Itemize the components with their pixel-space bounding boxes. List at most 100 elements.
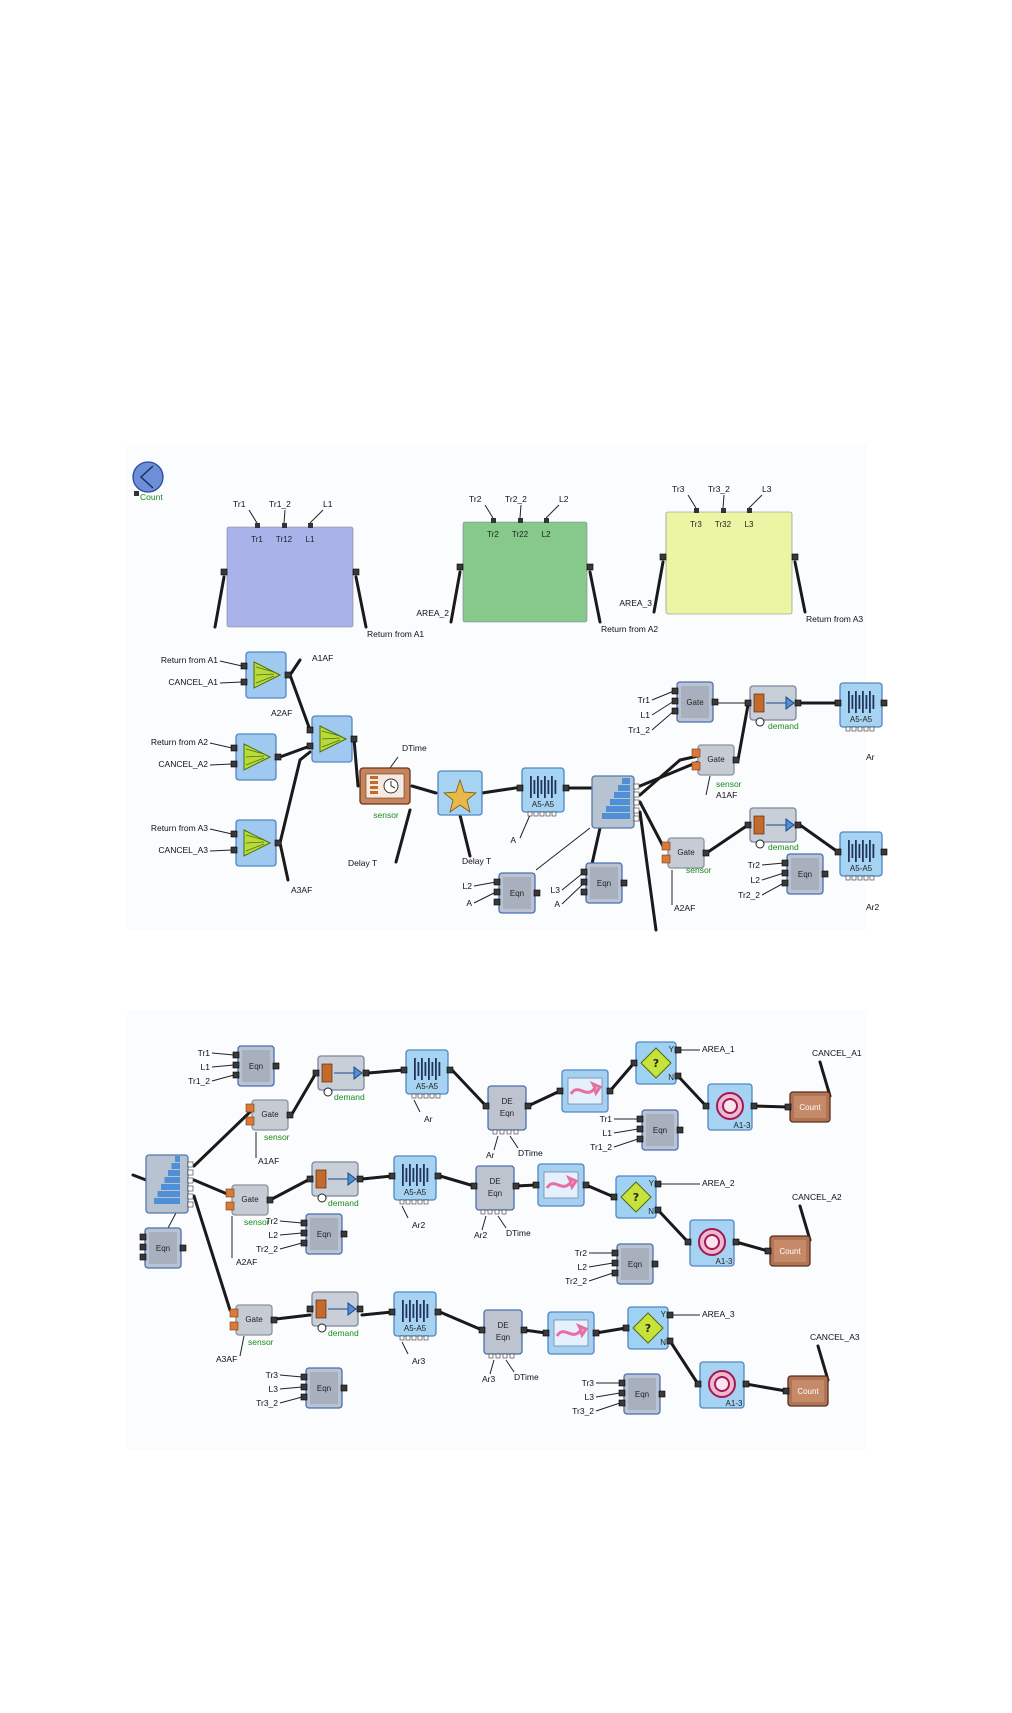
equation-input-port[interactable] <box>580 868 588 876</box>
gate-output-port[interactable] <box>732 756 740 764</box>
area-input-port[interactable] <box>747 508 752 513</box>
equation-input-port[interactable] <box>580 888 588 896</box>
equation-input-port[interactable] <box>781 859 789 867</box>
select-output-slot[interactable] <box>633 791 640 798</box>
area-right-port[interactable] <box>791 553 799 561</box>
resource-input-port[interactable] <box>684 1238 692 1246</box>
equation-input-port[interactable] <box>618 1389 626 1397</box>
flow-input-port[interactable] <box>532 1181 540 1189</box>
de-output-port[interactable] <box>512 1182 520 1190</box>
gate-output-port[interactable] <box>702 849 710 857</box>
gather-output-port[interactable] <box>274 753 282 761</box>
equation-input-port[interactable] <box>232 1061 240 1069</box>
de-output-port[interactable] <box>524 1102 532 1110</box>
decision-no-port[interactable] <box>666 1337 674 1345</box>
gather-input-port[interactable] <box>306 742 314 750</box>
gather-output-port[interactable] <box>274 839 282 847</box>
transport-output-port[interactable] <box>356 1175 364 1183</box>
equation-output-port[interactable] <box>340 1384 348 1392</box>
queue-output-port[interactable] <box>434 1308 442 1316</box>
area-2-block[interactable] <box>462 521 588 623</box>
equation-input-port[interactable] <box>618 1379 626 1387</box>
flow-output-port[interactable] <box>582 1181 590 1189</box>
equation-input-port[interactable] <box>493 878 501 886</box>
decision-input-port[interactable] <box>630 1059 638 1067</box>
transport-input-port[interactable] <box>744 699 752 707</box>
equation-output-port[interactable] <box>676 1126 684 1134</box>
gather-input-port[interactable] <box>306 726 314 734</box>
select-output-slot[interactable] <box>187 1177 194 1184</box>
equation-input-port[interactable] <box>580 878 588 886</box>
decision-no-port[interactable] <box>674 1072 682 1080</box>
resource-output-port[interactable] <box>732 1238 740 1246</box>
area-1-block[interactable] <box>226 526 354 628</box>
de-eqn-block-row-2[interactable] <box>475 1165 515 1211</box>
equation-output-port[interactable] <box>179 1244 187 1252</box>
resource-input-port[interactable] <box>694 1380 702 1388</box>
transport-input-port[interactable] <box>312 1069 320 1077</box>
equation-output-port[interactable] <box>651 1260 659 1268</box>
equation-input-port[interactable] <box>781 869 789 877</box>
flow-input-port[interactable] <box>542 1329 550 1337</box>
equation-input-port[interactable] <box>232 1051 240 1059</box>
demand-connector-icon[interactable] <box>317 1193 327 1203</box>
decision-input-port[interactable] <box>610 1193 618 1201</box>
decision-yes-port[interactable] <box>674 1046 682 1054</box>
equation-input-port[interactable] <box>636 1125 644 1133</box>
equation-input-port[interactable] <box>139 1243 147 1251</box>
demand-connector-icon[interactable] <box>323 1087 333 1097</box>
flow-input-port[interactable] <box>556 1087 564 1095</box>
select-output-slot[interactable] <box>187 1161 194 1168</box>
transport-output-port[interactable] <box>362 1069 370 1077</box>
equation-input-port[interactable] <box>300 1239 308 1247</box>
gather-input-port[interactable] <box>230 830 238 838</box>
queue-output-port[interactable] <box>446 1066 454 1074</box>
select-output-slot[interactable] <box>187 1193 194 1200</box>
queue-input-port[interactable] <box>388 1172 396 1180</box>
gate-output-port[interactable] <box>286 1111 294 1119</box>
count-input-port[interactable] <box>782 1387 790 1395</box>
area-input-port[interactable] <box>694 508 699 513</box>
decision-input-port[interactable] <box>622 1324 630 1332</box>
flow-output-port[interactable] <box>592 1329 600 1337</box>
queue-output-port[interactable] <box>880 699 888 707</box>
equation-input-port[interactable] <box>300 1219 308 1227</box>
flow-output-port[interactable] <box>606 1087 614 1095</box>
de-input-port[interactable] <box>478 1326 486 1334</box>
area-right-port[interactable] <box>586 563 594 571</box>
equation-output-port[interactable] <box>340 1230 348 1238</box>
select-output-slot[interactable] <box>633 799 640 806</box>
equation-output-port[interactable] <box>620 879 628 887</box>
gate-output-port[interactable] <box>266 1196 274 1204</box>
resource-output-port[interactable] <box>742 1380 750 1388</box>
equation-input-port[interactable] <box>232 1071 240 1079</box>
queue-input-port[interactable] <box>834 848 842 856</box>
area-input-port[interactable] <box>721 508 726 513</box>
decision-yes-port[interactable] <box>666 1311 674 1319</box>
equation-input-port[interactable] <box>611 1249 619 1257</box>
gather-output-port[interactable] <box>350 735 358 743</box>
select-output-slot[interactable] <box>633 815 640 822</box>
equation-input-port[interactable] <box>139 1233 147 1241</box>
select-output-slot[interactable] <box>187 1185 194 1192</box>
select-output-slot[interactable] <box>187 1169 194 1176</box>
queue-input-port[interactable] <box>834 699 842 707</box>
queue-output-port[interactable] <box>562 784 570 792</box>
de-output-port[interactable] <box>520 1326 528 1334</box>
select-output-slot[interactable] <box>633 807 640 814</box>
de-input-port[interactable] <box>470 1182 478 1190</box>
area-input-port[interactable] <box>544 518 549 523</box>
transport-input-port[interactable] <box>306 1305 314 1313</box>
select-output-slot[interactable] <box>187 1201 194 1208</box>
equation-output-port[interactable] <box>658 1390 666 1398</box>
resource-output-port[interactable] <box>750 1102 758 1110</box>
equation-input-port[interactable] <box>671 687 679 695</box>
gather-input-port[interactable] <box>230 744 238 752</box>
equation-input-port[interactable] <box>671 707 679 715</box>
area-input-port[interactable] <box>282 523 287 528</box>
queue-output-port[interactable] <box>880 848 888 856</box>
queue-output-port[interactable] <box>434 1172 442 1180</box>
equation-input-port[interactable] <box>611 1259 619 1267</box>
demand-connector-icon[interactable] <box>755 839 765 849</box>
demand-connector-icon[interactable] <box>317 1323 327 1333</box>
